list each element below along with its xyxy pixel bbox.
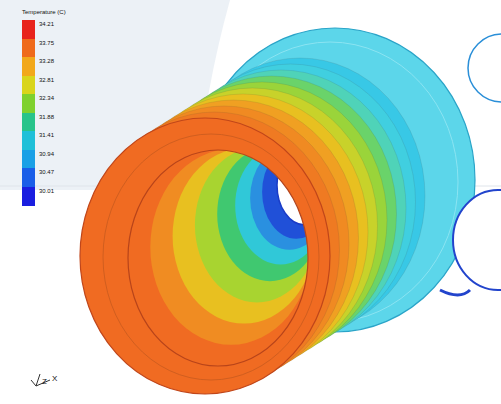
legend-swatch [22, 39, 35, 58]
legend-swatch [22, 187, 35, 206]
axis-triad [31, 374, 50, 386]
legend-swatch [22, 20, 35, 39]
legend-swatch [22, 94, 35, 113]
legend-value: 33.75 [39, 40, 54, 46]
legend-value: 30.01 [39, 188, 54, 194]
legend-swatch [22, 150, 35, 169]
legend-swatch [22, 57, 35, 76]
legend-swatch [22, 113, 35, 132]
bore-edge [128, 150, 308, 366]
legend-value: 33.28 [39, 58, 54, 64]
legend-value: 31.41 [39, 132, 54, 138]
legend-value: 30.47 [39, 169, 54, 175]
axis-label: Z [42, 378, 47, 386]
inner-bore [128, 145, 333, 366]
legend-value: 31.88 [39, 114, 54, 120]
legend-value: 34.21 [39, 21, 54, 27]
legend-value: 30.94 [39, 151, 54, 157]
legend-swatch [22, 168, 35, 187]
legend-value: 32.34 [39, 95, 54, 101]
front-face [80, 118, 330, 394]
legend-swatch [22, 131, 35, 150]
legend-value: 32.81 [39, 77, 54, 83]
legend-title: Temperature (C) [22, 9, 66, 15]
axis-label: X [52, 375, 57, 383]
legend-swatch [22, 76, 35, 95]
